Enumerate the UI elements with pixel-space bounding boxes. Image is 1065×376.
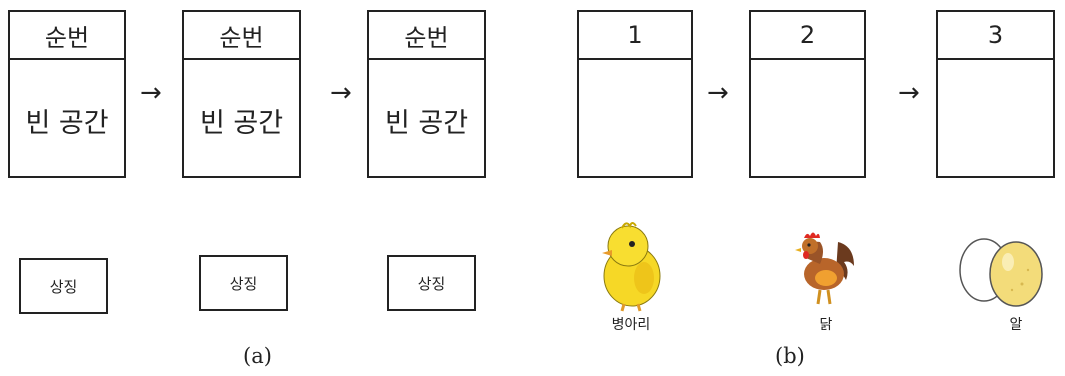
eggs-label: 알 bbox=[1009, 317, 1023, 333]
sequence-header: 2 bbox=[751, 12, 864, 60]
sequence-body bbox=[938, 60, 1053, 180]
sequence-body: 빈 공간 bbox=[199, 107, 284, 139]
sequence-header: 3 bbox=[938, 12, 1053, 60]
sequence-body: 빈 공간 bbox=[384, 107, 469, 139]
arrow-icon: → bbox=[707, 78, 729, 108]
sequence-body bbox=[751, 60, 864, 180]
sequence-box-a1: 순번 빈 공간 bbox=[8, 10, 126, 178]
sequence-box-b1: 1 bbox=[577, 10, 693, 178]
rooster-label: 닭 bbox=[819, 317, 833, 333]
caption-b: (b) bbox=[775, 344, 805, 368]
sequence-body bbox=[579, 60, 691, 180]
sequence-box-a2: 순번 빈 공간 bbox=[182, 10, 301, 178]
sequence-box-b3: 3 bbox=[936, 10, 1055, 178]
sequence-header: 1 bbox=[579, 12, 691, 60]
chick-icon bbox=[602, 222, 661, 312]
chick-label: 병아리 bbox=[611, 317, 651, 333]
sequence-box-a3: 순번 빈 공간 bbox=[367, 10, 486, 178]
arrow-icon: → bbox=[140, 78, 162, 108]
eggs-icon bbox=[959, 238, 1043, 307]
rooster-icon bbox=[795, 232, 854, 305]
sequence-header: 순번 bbox=[369, 12, 484, 60]
symbol-box-a3: 상징 bbox=[387, 255, 476, 311]
arrow-icon: → bbox=[330, 78, 352, 108]
caption-a: (a) bbox=[243, 344, 272, 368]
sequence-header: 순번 bbox=[10, 12, 124, 60]
arrow-icon: → bbox=[898, 78, 920, 108]
symbol-box-a1: 상징 bbox=[19, 258, 108, 314]
sequence-box-b2: 2 bbox=[749, 10, 866, 178]
sequence-body: 빈 공간 bbox=[25, 107, 109, 139]
sequence-header: 순번 bbox=[184, 12, 299, 60]
symbol-box-a2: 상징 bbox=[199, 255, 288, 311]
